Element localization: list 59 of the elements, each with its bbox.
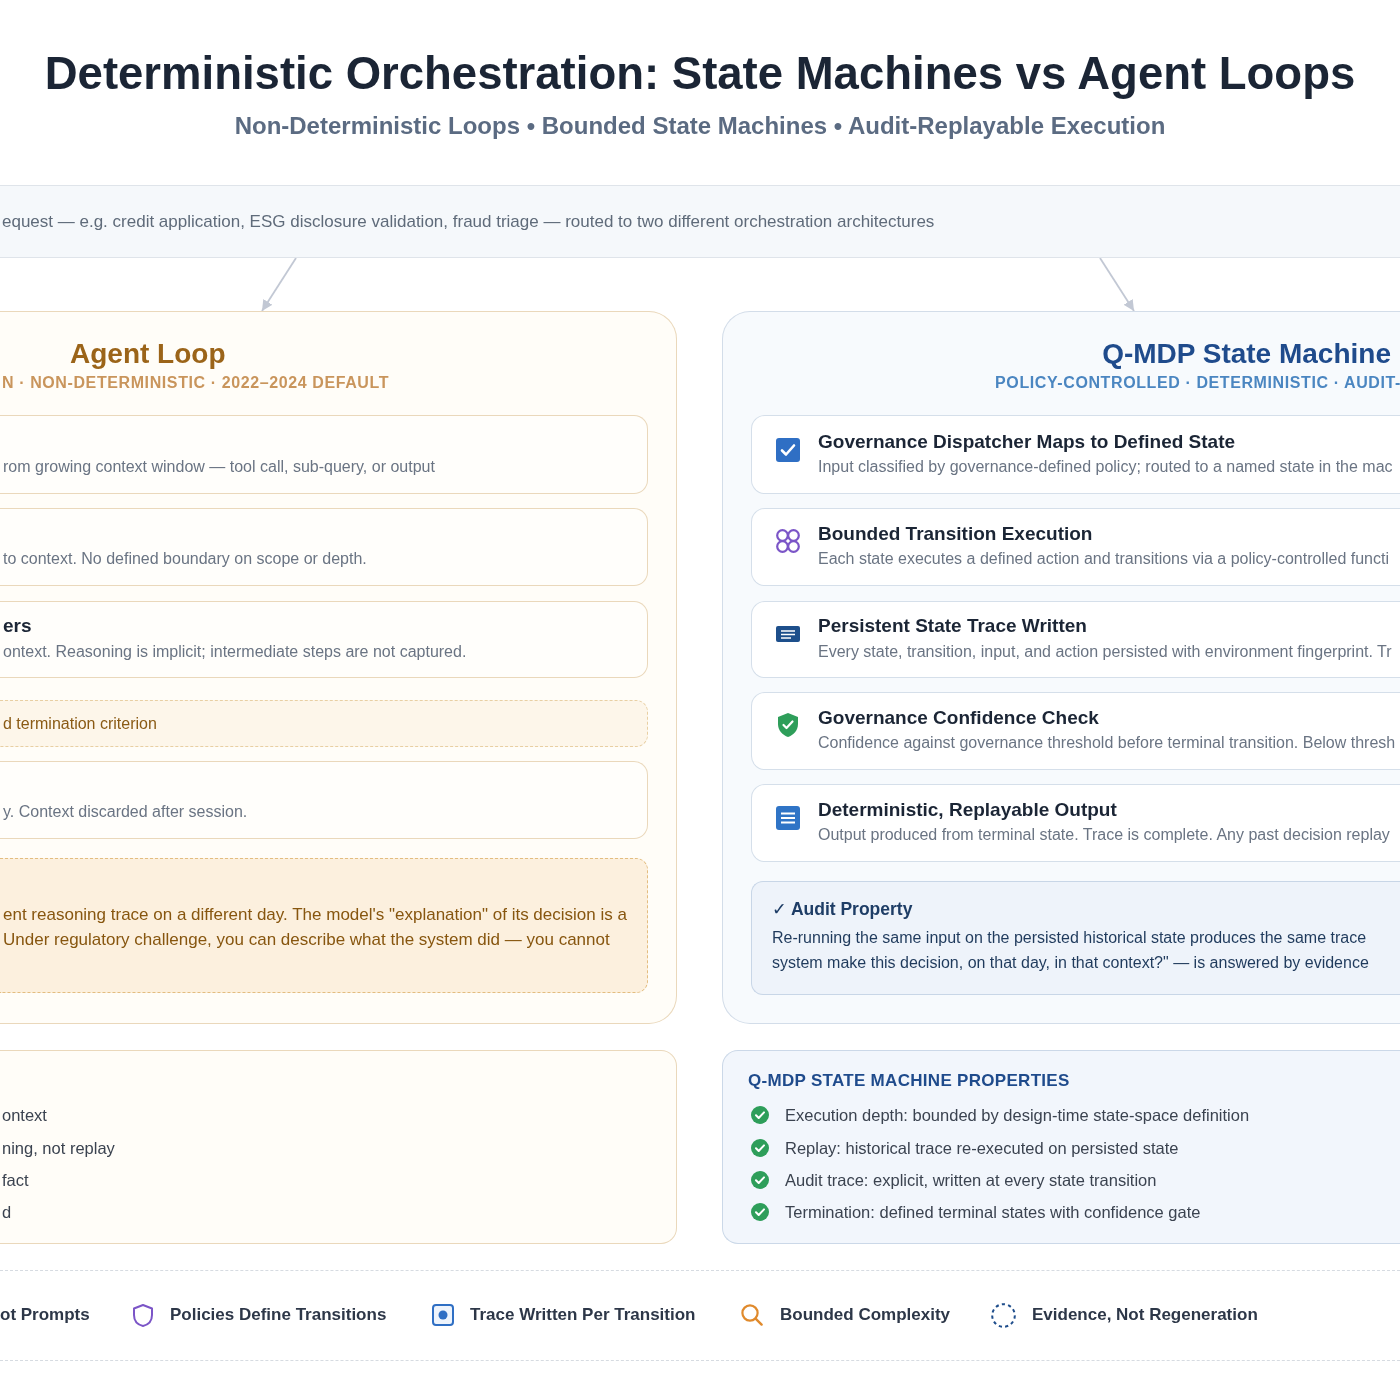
column-panel xyxy=(0,311,677,1024)
properties-heading: Q-MDP STATE MACHINE PROPERTIES xyxy=(748,1070,1071,1092)
step-card xyxy=(0,601,648,678)
principle-label: Bounded Complexity xyxy=(780,1304,950,1326)
principle-label: Evidence, Not Regeneration xyxy=(1032,1304,1258,1326)
principle-label: Trace Written Per Transition xyxy=(470,1304,696,1326)
step-title: Bounded Transition Execution xyxy=(818,522,1094,546)
property-item: Replay: historical trace re-executed on persisted state xyxy=(785,1138,1180,1159)
step-title: Deterministic, Replayable Output xyxy=(818,798,1118,822)
arrow xyxy=(261,257,297,312)
column-title: Q-MDP State Machine xyxy=(1101,337,1391,371)
property-item: ning, not replay xyxy=(2,1138,116,1159)
warning-callout xyxy=(0,858,648,993)
step-card xyxy=(0,761,648,839)
property-item: Audit trace: explicit, written at every state transition xyxy=(785,1170,1158,1191)
step-card xyxy=(751,415,1400,494)
arrow xyxy=(1099,257,1135,312)
property-item: d xyxy=(2,1202,13,1223)
step-card xyxy=(751,692,1400,770)
column-panel xyxy=(722,311,1400,1024)
audit-callout xyxy=(751,881,1400,995)
step-description: rom growing context window — tool call, sub-query, or output xyxy=(3,457,436,477)
page-title: Deterministic Orchestration: State Machines vs Agent Loops xyxy=(43,47,1357,101)
principle-label: ot Prompts xyxy=(0,1304,90,1326)
step-description: to context. No defined boundary on scope or depth. xyxy=(3,549,368,569)
property-item: ontext xyxy=(2,1105,48,1126)
step-title: Governance Dispatcher Maps to Defined State xyxy=(818,430,1237,454)
properties-panel xyxy=(0,1050,677,1244)
step-card xyxy=(751,601,1400,678)
column-subtitle: POLICY-CONTROLLED · DETERMINISTIC · AUDIT- xyxy=(994,373,1400,393)
step-description: Output produced from terminal state. Trace is complete. Any past decision replay xyxy=(818,825,1391,845)
step-description: Each state executes a defined action and transitions via a policy-controlled functi xyxy=(818,549,1390,569)
properties-panel xyxy=(722,1050,1400,1244)
step-description: Confidence against governance threshold before terminal transition. Below thresh xyxy=(818,733,1397,753)
warning-text: ent reasoning trace on a different day. The model's "explanation" of its decision is a Under regulatory challenge, you can describe what the system did — you cannot xyxy=(3,904,628,951)
note-card xyxy=(0,700,648,747)
request-text: equest — e.g. credit application, ESG disclosure validation, fraud triage — routed to two different orchestration architectures xyxy=(2,212,935,232)
request-banner xyxy=(0,185,1400,258)
step-description: Every state, transition, input, and action persisted with environment fingerprint. Tr xyxy=(818,642,1393,662)
property-item: Termination: defined terminal states with confidence gate xyxy=(785,1202,1202,1223)
principle-label: Policies Define Transitions xyxy=(170,1304,387,1326)
step-description: Input classified by governance-defined policy; routed to a named state in the mac xyxy=(818,457,1394,477)
audit-title: ✓ Audit Property xyxy=(772,898,914,921)
step-description: y. Context discarded after session. xyxy=(3,802,249,822)
step-title: Governance Confidence Check xyxy=(818,706,1100,730)
step-description: ontext. Reasoning is implicit; intermediate steps are not captured. xyxy=(3,642,468,662)
step-title: Persistent State Trace Written xyxy=(818,614,1088,638)
property-item: Execution depth: bounded by design-time state-space definition xyxy=(785,1105,1251,1126)
page-subtitle: Non-Deterministic Loops • Bounded State Machines • Audit-Replayable Execution xyxy=(233,111,1167,141)
step-card xyxy=(751,784,1400,862)
column-title: Agent Loop xyxy=(70,337,226,371)
step-card xyxy=(0,508,648,586)
audit-text: Re-running the same input on the persisted historical state produces the same trace system make this decision, on that day, in that context?" — is answered by evidence xyxy=(772,928,1370,973)
step-title: ers xyxy=(3,614,33,638)
note-text: d termination criterion xyxy=(3,714,158,734)
step-card xyxy=(0,415,648,494)
property-item: fact xyxy=(2,1170,30,1191)
step-card xyxy=(751,508,1400,586)
column-subtitle: N · NON-DETERMINISTIC · 2022–2024 DEFAULT xyxy=(2,373,390,393)
